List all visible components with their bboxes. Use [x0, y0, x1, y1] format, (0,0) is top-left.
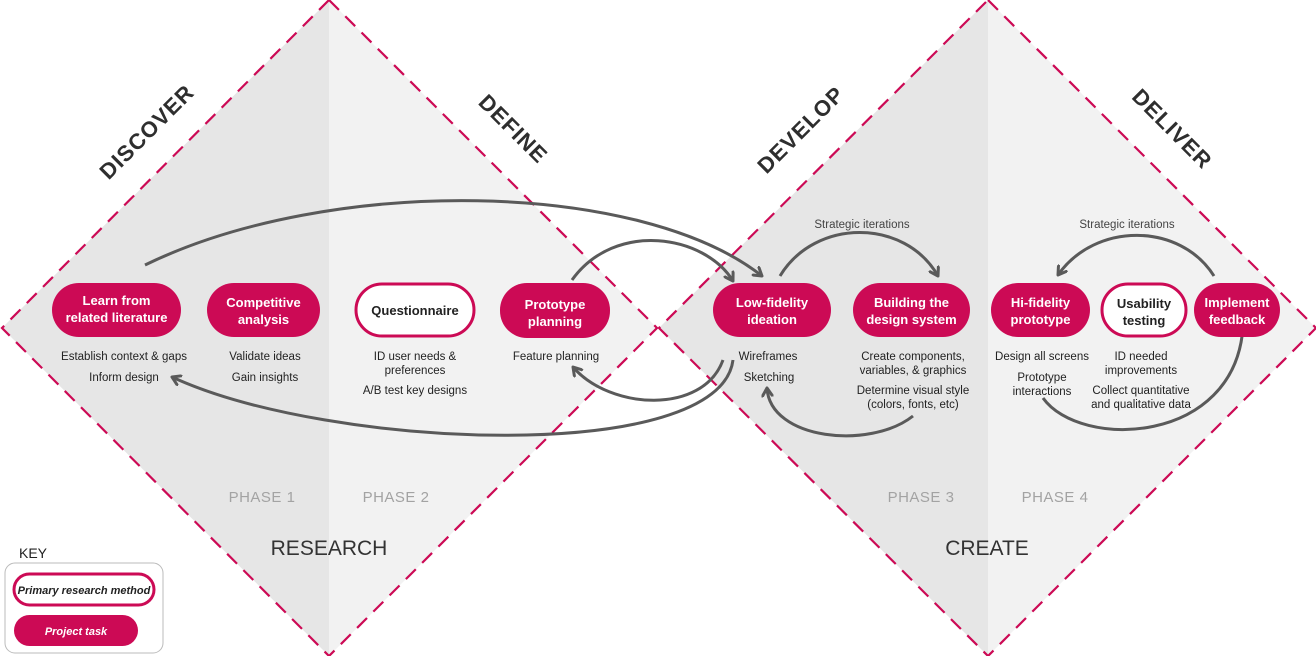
node-competitive-label-2: analysis	[238, 312, 289, 327]
note-competitive-1: Validate ideas	[229, 351, 301, 363]
note-lowfi-2: Sketching	[744, 372, 795, 384]
arrow-strategic-iteration-deliver	[1058, 234, 1216, 277]
arrow-literature-to-lowfi	[144, 199, 762, 276]
note-design-system-4: (colors, fonts, etc)	[867, 399, 959, 411]
node-lowfi-label-1: Low-fidelity	[736, 295, 809, 310]
note-design-system-3: Determine visual style	[857, 385, 969, 397]
arrow-design-system-to-lowfi	[767, 388, 914, 438]
node-usability-testing: Usability testing	[1100, 282, 1188, 338]
node-questionnaire-label: Questionnaire	[371, 303, 458, 318]
note-lowfi-1: Wireframes	[739, 351, 798, 363]
arrow-hifi-to-implement	[1041, 327, 1243, 431]
note-usability-3: Collect quantitative	[1092, 385, 1189, 397]
arrow-lowfi-to-prototype	[573, 359, 725, 402]
node-prototype-label-1: Prototype	[525, 297, 586, 312]
group-create-label: CREATE	[945, 537, 1029, 560]
key-legend: KEY Primary research method Project task	[4, 545, 164, 654]
node-hifi-label-1: Hi-fidelity	[1011, 295, 1071, 310]
arrow-strategic-iteration-develop	[778, 231, 938, 277]
node-implement-label-1: Implement	[1204, 295, 1270, 310]
node-usability-label-1: Usability	[1117, 296, 1172, 311]
phase-1-label: PHASE 1	[229, 489, 296, 506]
node-usability-label-2: testing	[1123, 313, 1166, 328]
node-learn-label-2: related literature	[66, 310, 168, 325]
node-implement-label-2: feedback	[1209, 312, 1266, 327]
node-design-system-label-1: Building the	[874, 295, 949, 310]
node-prototype-planning: Prototype planning	[500, 283, 610, 338]
stage-define: DEFINE	[474, 89, 553, 168]
arrow-lowfi-to-literature	[172, 359, 735, 437]
node-hifi-prototype: Hi-fidelity prototype	[991, 283, 1090, 337]
node-implement-feedback: Implement feedback	[1194, 283, 1280, 337]
node-lowfi-label-2: ideation	[747, 312, 797, 327]
develop-iteration-label: Strategic iterations	[814, 219, 909, 231]
note-design-system-1: Create components,	[861, 351, 965, 363]
node-design-system: Building the design system	[853, 283, 970, 337]
node-hifi-label-2: prototype	[1011, 312, 1071, 327]
diamond-2-outline	[657, 0, 1316, 656]
note-prototype-1: Feature planning	[513, 351, 599, 363]
key-task-label: Project task	[45, 626, 108, 638]
note-usability-2: improvements	[1105, 365, 1177, 377]
arrow-prototype-to-lowfi	[570, 239, 733, 281]
phase-3-label: PHASE 3	[888, 489, 955, 506]
note-learn-1: Establish context & gaps	[61, 351, 187, 363]
note-hifi-3: interactions	[1013, 386, 1072, 398]
node-questionnaire: Questionnaire	[354, 282, 476, 338]
phase-4-label: PHASE 4	[1022, 489, 1089, 506]
note-questionnaire-1: ID user needs &	[374, 351, 457, 363]
note-hifi-2: Prototype	[1017, 372, 1066, 384]
key-task-swatch	[14, 615, 138, 646]
diamond-1-right-shade	[329, 0, 657, 656]
node-competitive-label-1: Competitive	[226, 295, 300, 310]
phase-2-label: PHASE 2	[363, 489, 430, 506]
deliver-iteration-label: Strategic iterations	[1079, 219, 1174, 231]
node-competitive-analysis: Competitive analysis	[207, 283, 320, 337]
note-learn-2: Inform design	[89, 372, 159, 384]
node-prototype-label-2: planning	[528, 314, 582, 329]
node-design-system-label-2: design system	[866, 312, 956, 327]
node-lowfi-ideation: Low-fidelity ideation	[713, 283, 831, 337]
note-usability-1: ID needed	[1114, 351, 1167, 363]
note-questionnaire-2: preferences	[385, 365, 446, 377]
note-questionnaire-3: A/B test key designs	[363, 385, 467, 397]
node-learn-label-1: Learn from	[83, 293, 151, 308]
node-learn-from-literature: Learn from related literature	[52, 283, 181, 337]
key-title: KEY	[19, 545, 48, 561]
note-hifi-1: Design all screens	[995, 351, 1089, 363]
group-research-label: RESEARCH	[271, 537, 388, 560]
note-usability-4: and qualitative data	[1091, 399, 1191, 411]
note-competitive-2: Gain insights	[232, 372, 299, 384]
diamond-1-outline	[0, 0, 659, 656]
key-primary-label: Primary research method	[18, 585, 151, 597]
note-design-system-2: variables, & graphics	[860, 365, 967, 377]
key-primary-swatch	[12, 572, 156, 607]
